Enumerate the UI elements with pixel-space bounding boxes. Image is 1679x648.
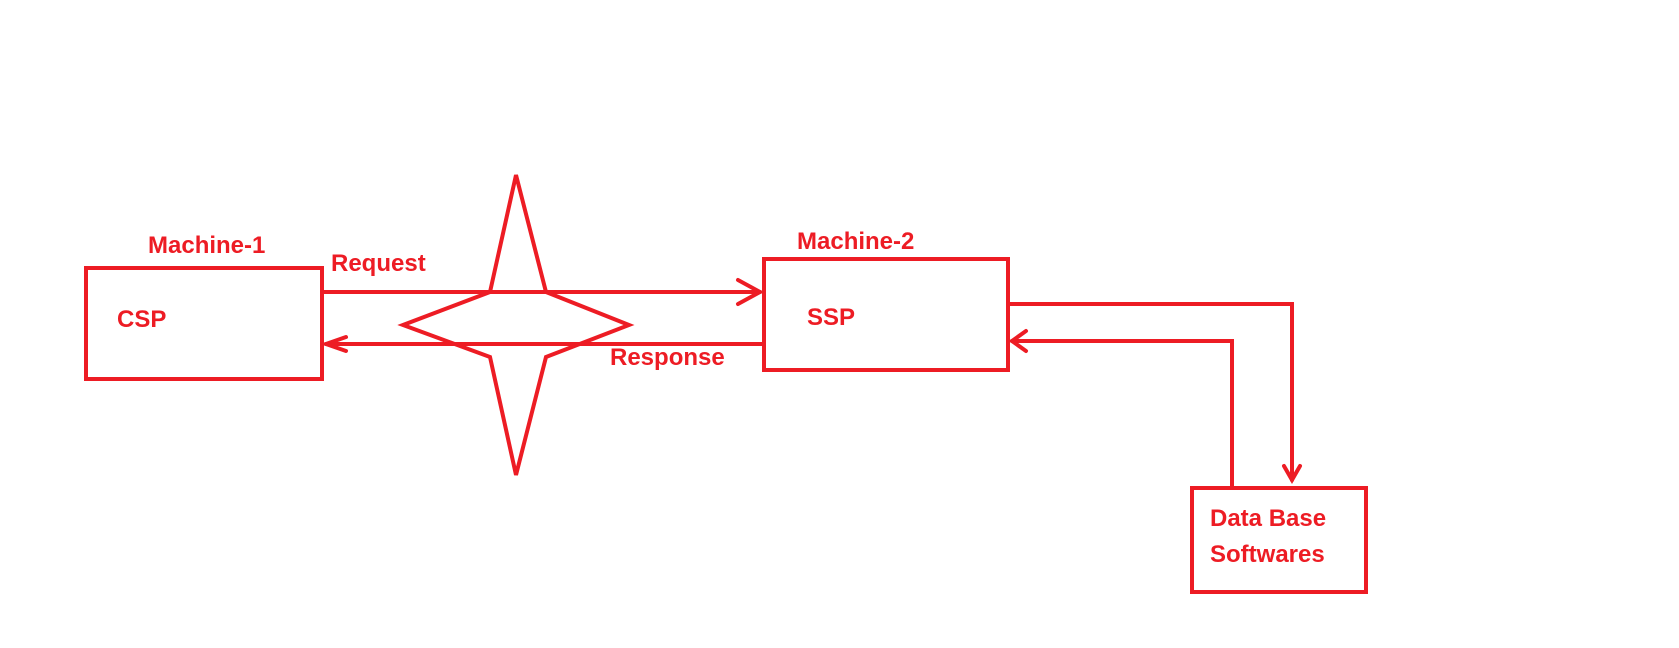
csp-label: CSP [117,306,167,333]
machine-1-box [84,266,324,381]
database-label-line-2: Softwares [1210,541,1325,568]
machine-1-label: Machine-1 [148,232,266,259]
response-label: Response [610,344,725,371]
request-label: Request [331,250,426,277]
result-arrow-line [1010,339,1234,490]
request-arrowhead [736,278,765,306]
network-star-icon [397,174,635,476]
query-arrow-line [1006,302,1294,482]
machine-2-label: Machine-2 [797,228,915,255]
query-arrowhead [1282,464,1302,485]
database-label-line-1: Data Base [1210,505,1327,532]
result-arrowhead [1008,329,1028,353]
database-box [1190,486,1368,594]
response-arrowhead [319,335,348,353]
ssp-label: SSP [807,304,856,331]
machine-2-box [762,257,1010,372]
